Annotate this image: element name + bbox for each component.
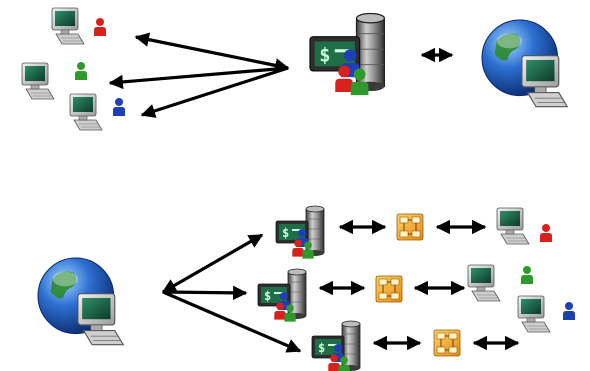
arrow-to-green-client xyxy=(108,66,289,90)
user-red-icon xyxy=(540,224,552,242)
bottom-fan-arrows xyxy=(161,233,302,353)
computer-icon xyxy=(21,62,55,100)
top-client-blue xyxy=(69,93,125,131)
server-icon xyxy=(258,269,306,322)
computer-icon xyxy=(69,93,103,131)
user-green-icon xyxy=(521,266,533,284)
top-fan-arrows xyxy=(108,32,290,118)
computer-icon xyxy=(517,295,551,333)
branch-1 xyxy=(276,206,552,259)
arrow-to-branch-2 xyxy=(162,285,248,301)
proxy-icon xyxy=(396,213,424,241)
branch-2 xyxy=(258,264,575,333)
branch-3 xyxy=(312,321,520,371)
globe-icon xyxy=(482,20,567,107)
server-icon xyxy=(312,321,360,371)
arrow-to-branch-3 xyxy=(162,290,302,353)
server-icon xyxy=(310,14,384,96)
arrow-to-red-client xyxy=(134,32,290,73)
user-blue-icon xyxy=(113,98,125,116)
proxy-icon xyxy=(433,329,461,357)
user-green-icon xyxy=(75,62,87,80)
arrow-to-branch-1 xyxy=(161,233,264,294)
user-blue-icon xyxy=(563,302,575,320)
globe-icon xyxy=(38,258,123,345)
server-icon xyxy=(276,206,324,259)
user-red-icon xyxy=(94,18,106,36)
computer-icon xyxy=(51,7,85,45)
computer-icon xyxy=(467,264,501,302)
computer-icon xyxy=(496,207,530,245)
top-client-green xyxy=(21,62,87,100)
arrow-to-blue-client xyxy=(140,66,289,118)
proxy-icon xyxy=(375,275,403,303)
top-client-red xyxy=(51,7,106,45)
